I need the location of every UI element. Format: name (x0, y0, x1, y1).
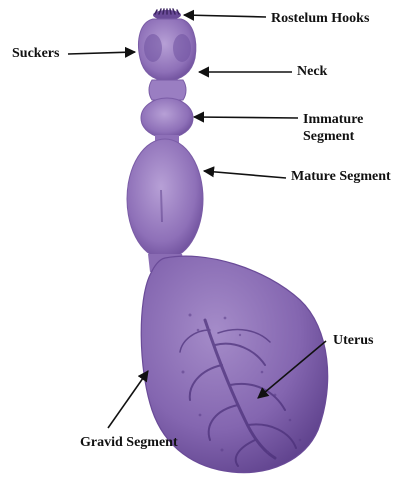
label-rostelum-hooks: Rostelum Hooks (271, 11, 369, 27)
mature-segment (127, 139, 203, 259)
arrow-gravid-segment (108, 371, 148, 428)
label-immature-segment: Immature Segment (303, 111, 383, 145)
sucker (173, 34, 191, 62)
rostellum-hooks (153, 9, 181, 20)
label-uterus: Uterus (333, 333, 373, 349)
arrow-mature-segment (204, 171, 286, 178)
arrow-suckers (68, 52, 135, 54)
label-mature-segment: Mature Segment (291, 169, 391, 185)
label-suckers: Suckers (12, 46, 59, 62)
immature-segment (141, 98, 193, 138)
neck (149, 80, 186, 100)
arrow-immature-segment (194, 117, 298, 118)
sucker (144, 34, 162, 62)
label-gravid-segment: Gravid Segment (80, 435, 178, 451)
label-neck: Neck (297, 64, 327, 80)
arrow-rostelum-hooks (184, 15, 266, 17)
